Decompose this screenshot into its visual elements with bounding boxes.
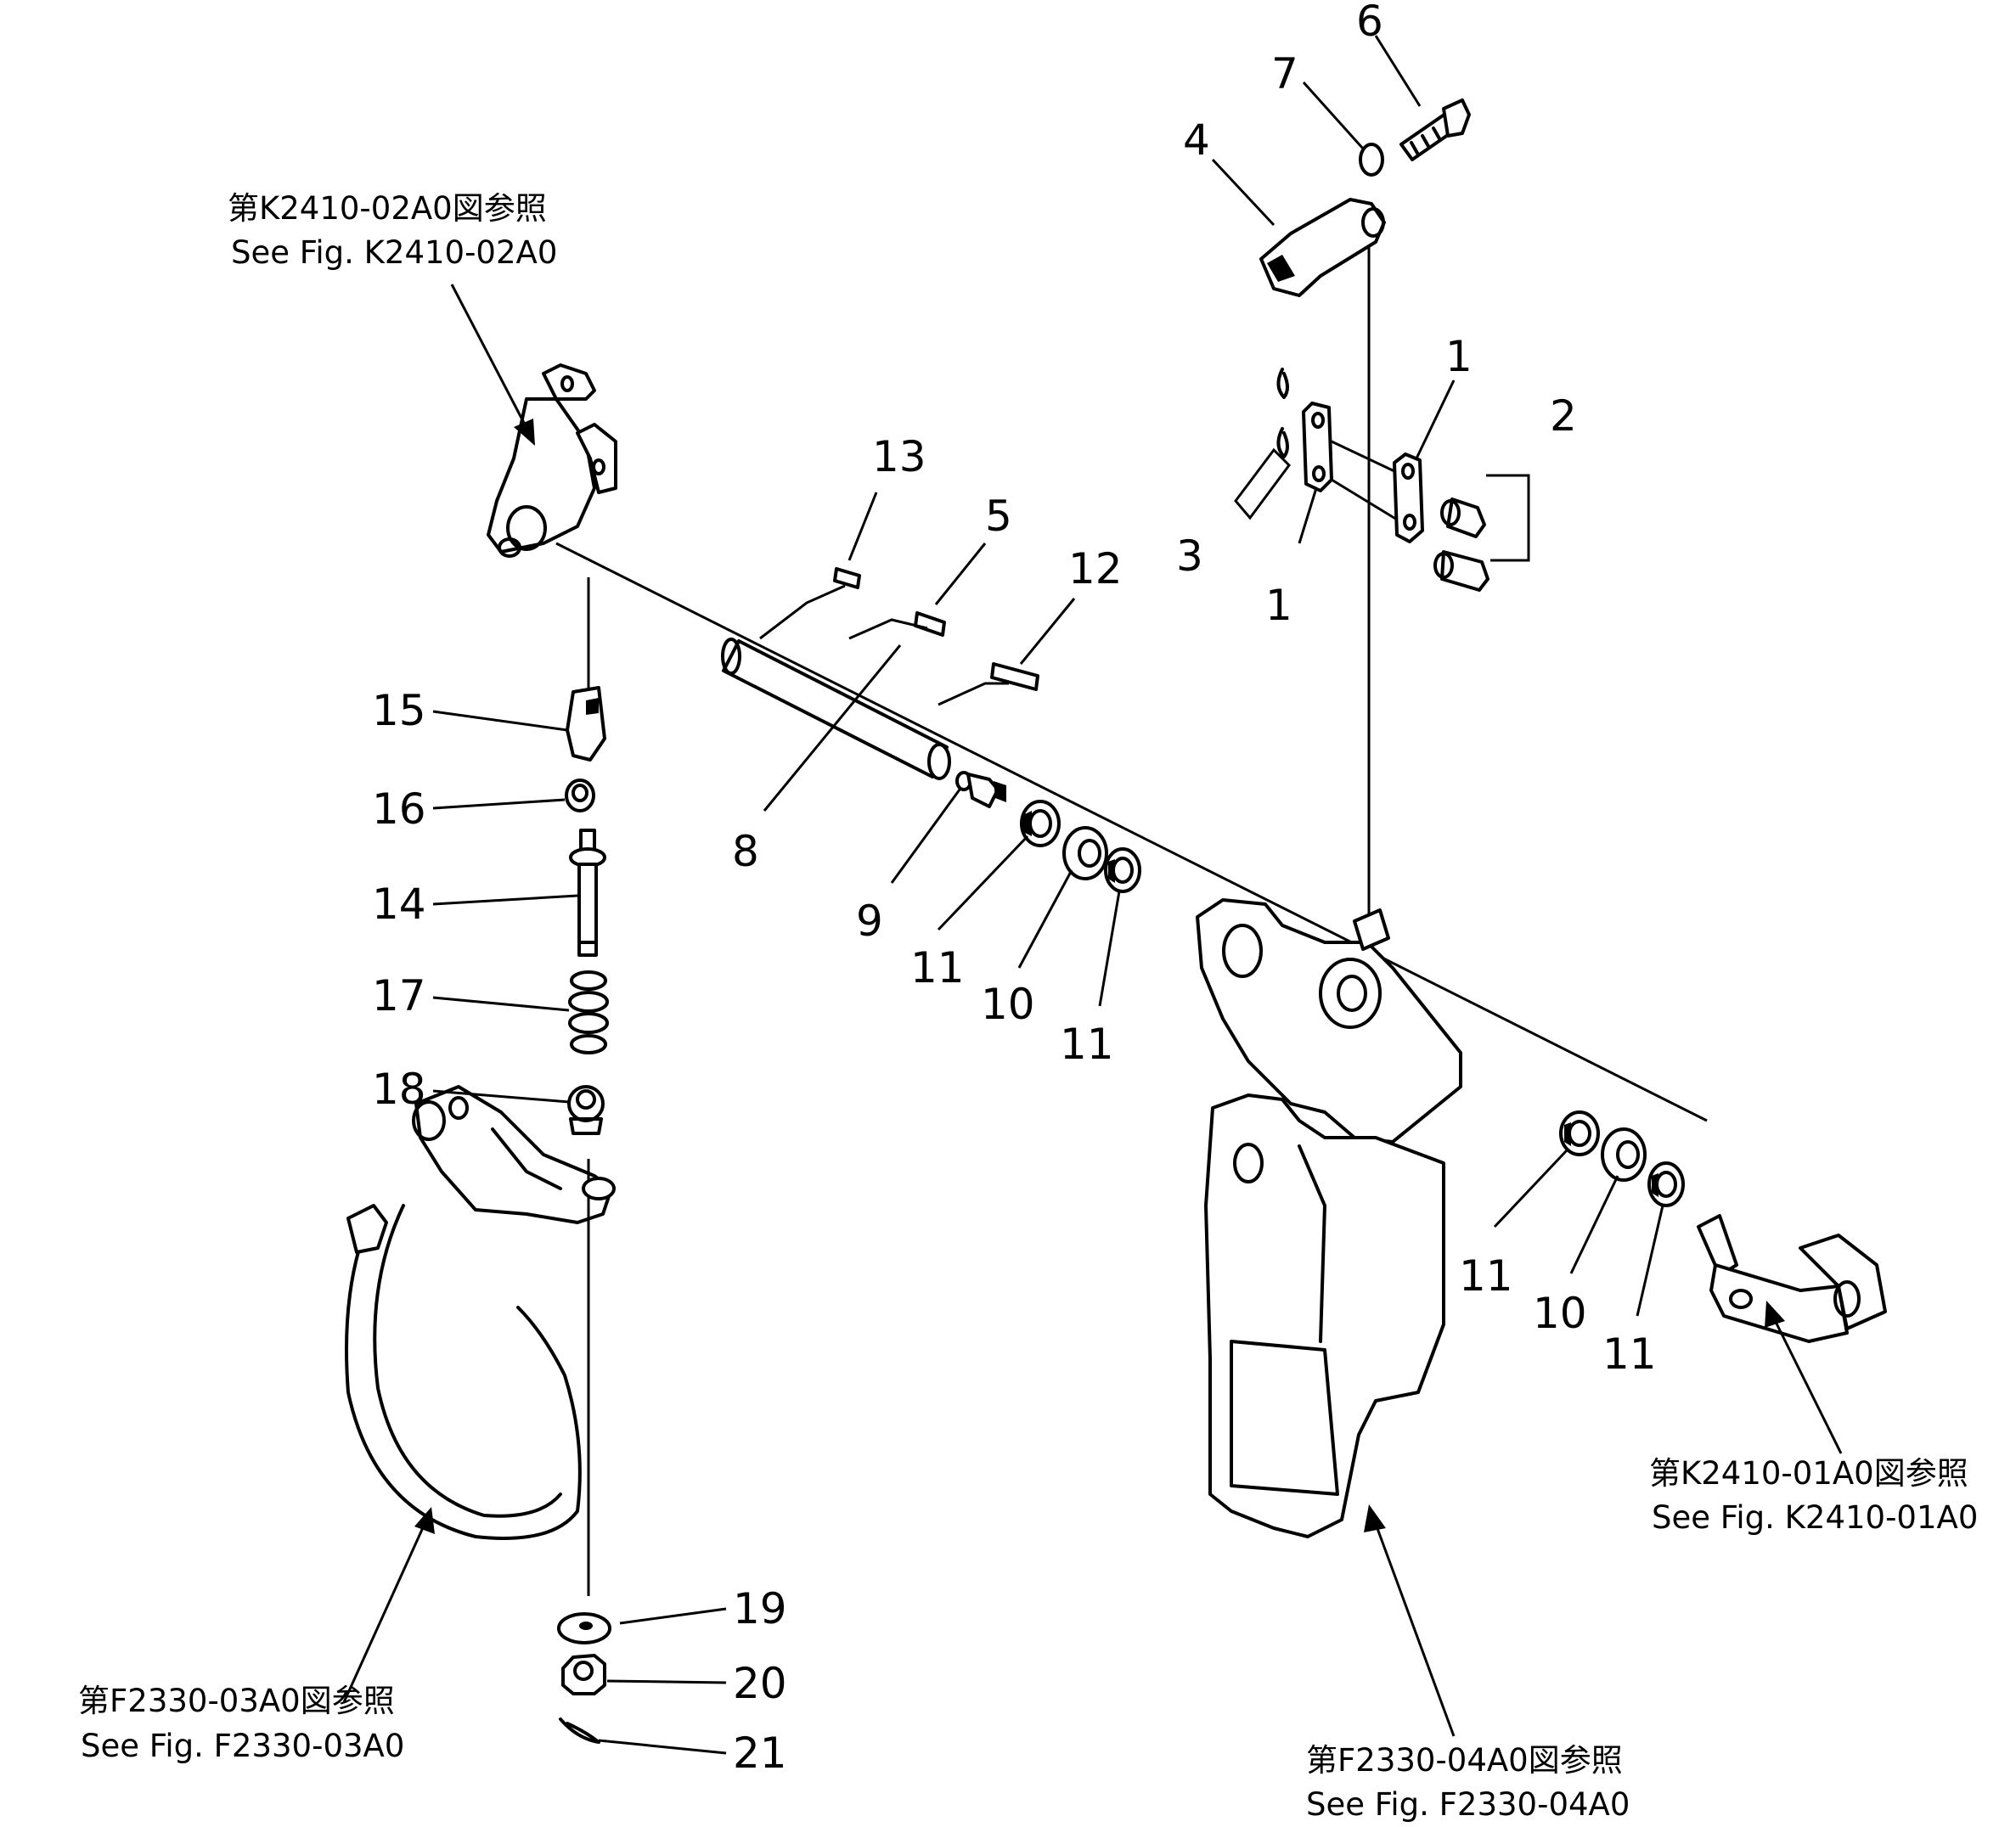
washer-7 xyxy=(1359,143,1384,177)
part-number-14: 14 xyxy=(372,880,426,929)
reference-k2410-01a0-jp: 第K2410-01A0図参照 xyxy=(1649,1455,1968,1492)
part-number-11-d: 11 xyxy=(1602,1329,1657,1379)
spring-seat-18 xyxy=(567,1085,605,1135)
bearing-11-a xyxy=(1020,800,1061,847)
lever-k2410-01a0 xyxy=(1697,1214,1887,1343)
part-number-11-c: 11 xyxy=(1459,1251,1513,1301)
bearing-11-b xyxy=(1104,847,1141,893)
brake-band-f2330-03a0 xyxy=(345,1085,616,1540)
bearing-11-c xyxy=(1559,1110,1600,1156)
bracket-3 xyxy=(1234,447,1291,520)
grease-fitting-9 xyxy=(955,771,1006,808)
part-number-1-lower: 1 xyxy=(1265,581,1292,630)
part-number-11-a: 11 xyxy=(910,943,965,992)
reference-k2410-02a0-en: See Fig. K2410-02A0 xyxy=(231,234,558,271)
rod-14 xyxy=(569,829,606,957)
part-number-6: 6 xyxy=(1356,0,1383,46)
part-number-11-b: 11 xyxy=(1060,1020,1114,1069)
part-number-2: 2 xyxy=(1550,391,1577,441)
part-number-10-a: 10 xyxy=(981,980,1035,1029)
part-number-10-b: 10 xyxy=(1533,1289,1587,1338)
key-12 xyxy=(990,662,1039,691)
reference-arrows xyxy=(342,284,1843,1737)
reference-k2410-02a0-jp: 第K2410-02A0図参照 xyxy=(228,190,547,227)
key-5 xyxy=(914,611,946,637)
reference-f2330-04a0-jp: 第F2330-04A0図参照 xyxy=(1306,1742,1623,1779)
part-number-13: 13 xyxy=(872,432,926,481)
part-number-7: 7 xyxy=(1271,49,1298,98)
washer-19 xyxy=(557,1612,611,1644)
part-number-19: 19 xyxy=(733,1584,787,1633)
assembly-axis-lines xyxy=(555,233,1708,1596)
reference-k2410-01a0-en: See Fig. K2410-01A0 xyxy=(1652,1499,1979,1536)
part-number-18: 18 xyxy=(372,1065,426,1114)
reference-f2330-03a0-jp: 第F2330-03A0図参照 xyxy=(78,1683,395,1719)
part-number-5: 5 xyxy=(985,492,1012,541)
part-number-9: 9 xyxy=(856,897,883,946)
spring-17 xyxy=(568,970,609,1054)
link-1-left xyxy=(1302,402,1333,492)
part-number-20: 20 xyxy=(733,1659,787,1708)
part-number-8: 8 xyxy=(732,827,759,876)
part-number-17: 17 xyxy=(372,971,426,1020)
part-number-16: 16 xyxy=(372,784,426,834)
part-number-21: 21 xyxy=(733,1729,787,1778)
reference-f2330-03a0-en: See Fig. F2330-03A0 xyxy=(81,1728,405,1764)
cotter-pin-21 xyxy=(559,1717,600,1744)
nut-20 xyxy=(561,1654,606,1695)
bracket-2 xyxy=(1486,474,1530,562)
lever-4 xyxy=(1259,198,1386,297)
part-number-15: 15 xyxy=(372,686,426,735)
split-pin-3 xyxy=(1276,368,1289,458)
spacer-10-b xyxy=(1601,1127,1647,1182)
reference-f2330-04a0-en: See Fig. F2330-04A0 xyxy=(1306,1786,1630,1823)
lever-k2410-02a0 xyxy=(487,363,617,558)
housing-f2330-04a0 xyxy=(1196,898,1462,1538)
part-number-3: 3 xyxy=(1176,531,1203,581)
pin-2 xyxy=(1433,498,1489,592)
link-1-right xyxy=(1393,453,1424,543)
shaft-8 xyxy=(721,638,951,780)
part-number-12: 12 xyxy=(1068,544,1123,593)
clevis-15 xyxy=(566,686,606,762)
nut-16 xyxy=(565,779,595,812)
spacer-10-a xyxy=(1062,826,1108,880)
leader-lines xyxy=(432,35,1664,1755)
key-13 xyxy=(833,567,861,589)
bearing-11-d xyxy=(1647,1161,1685,1207)
part-number-1-upper: 1 xyxy=(1445,332,1473,381)
bolt-6 xyxy=(1399,98,1471,161)
part-number-4: 4 xyxy=(1183,115,1210,165)
